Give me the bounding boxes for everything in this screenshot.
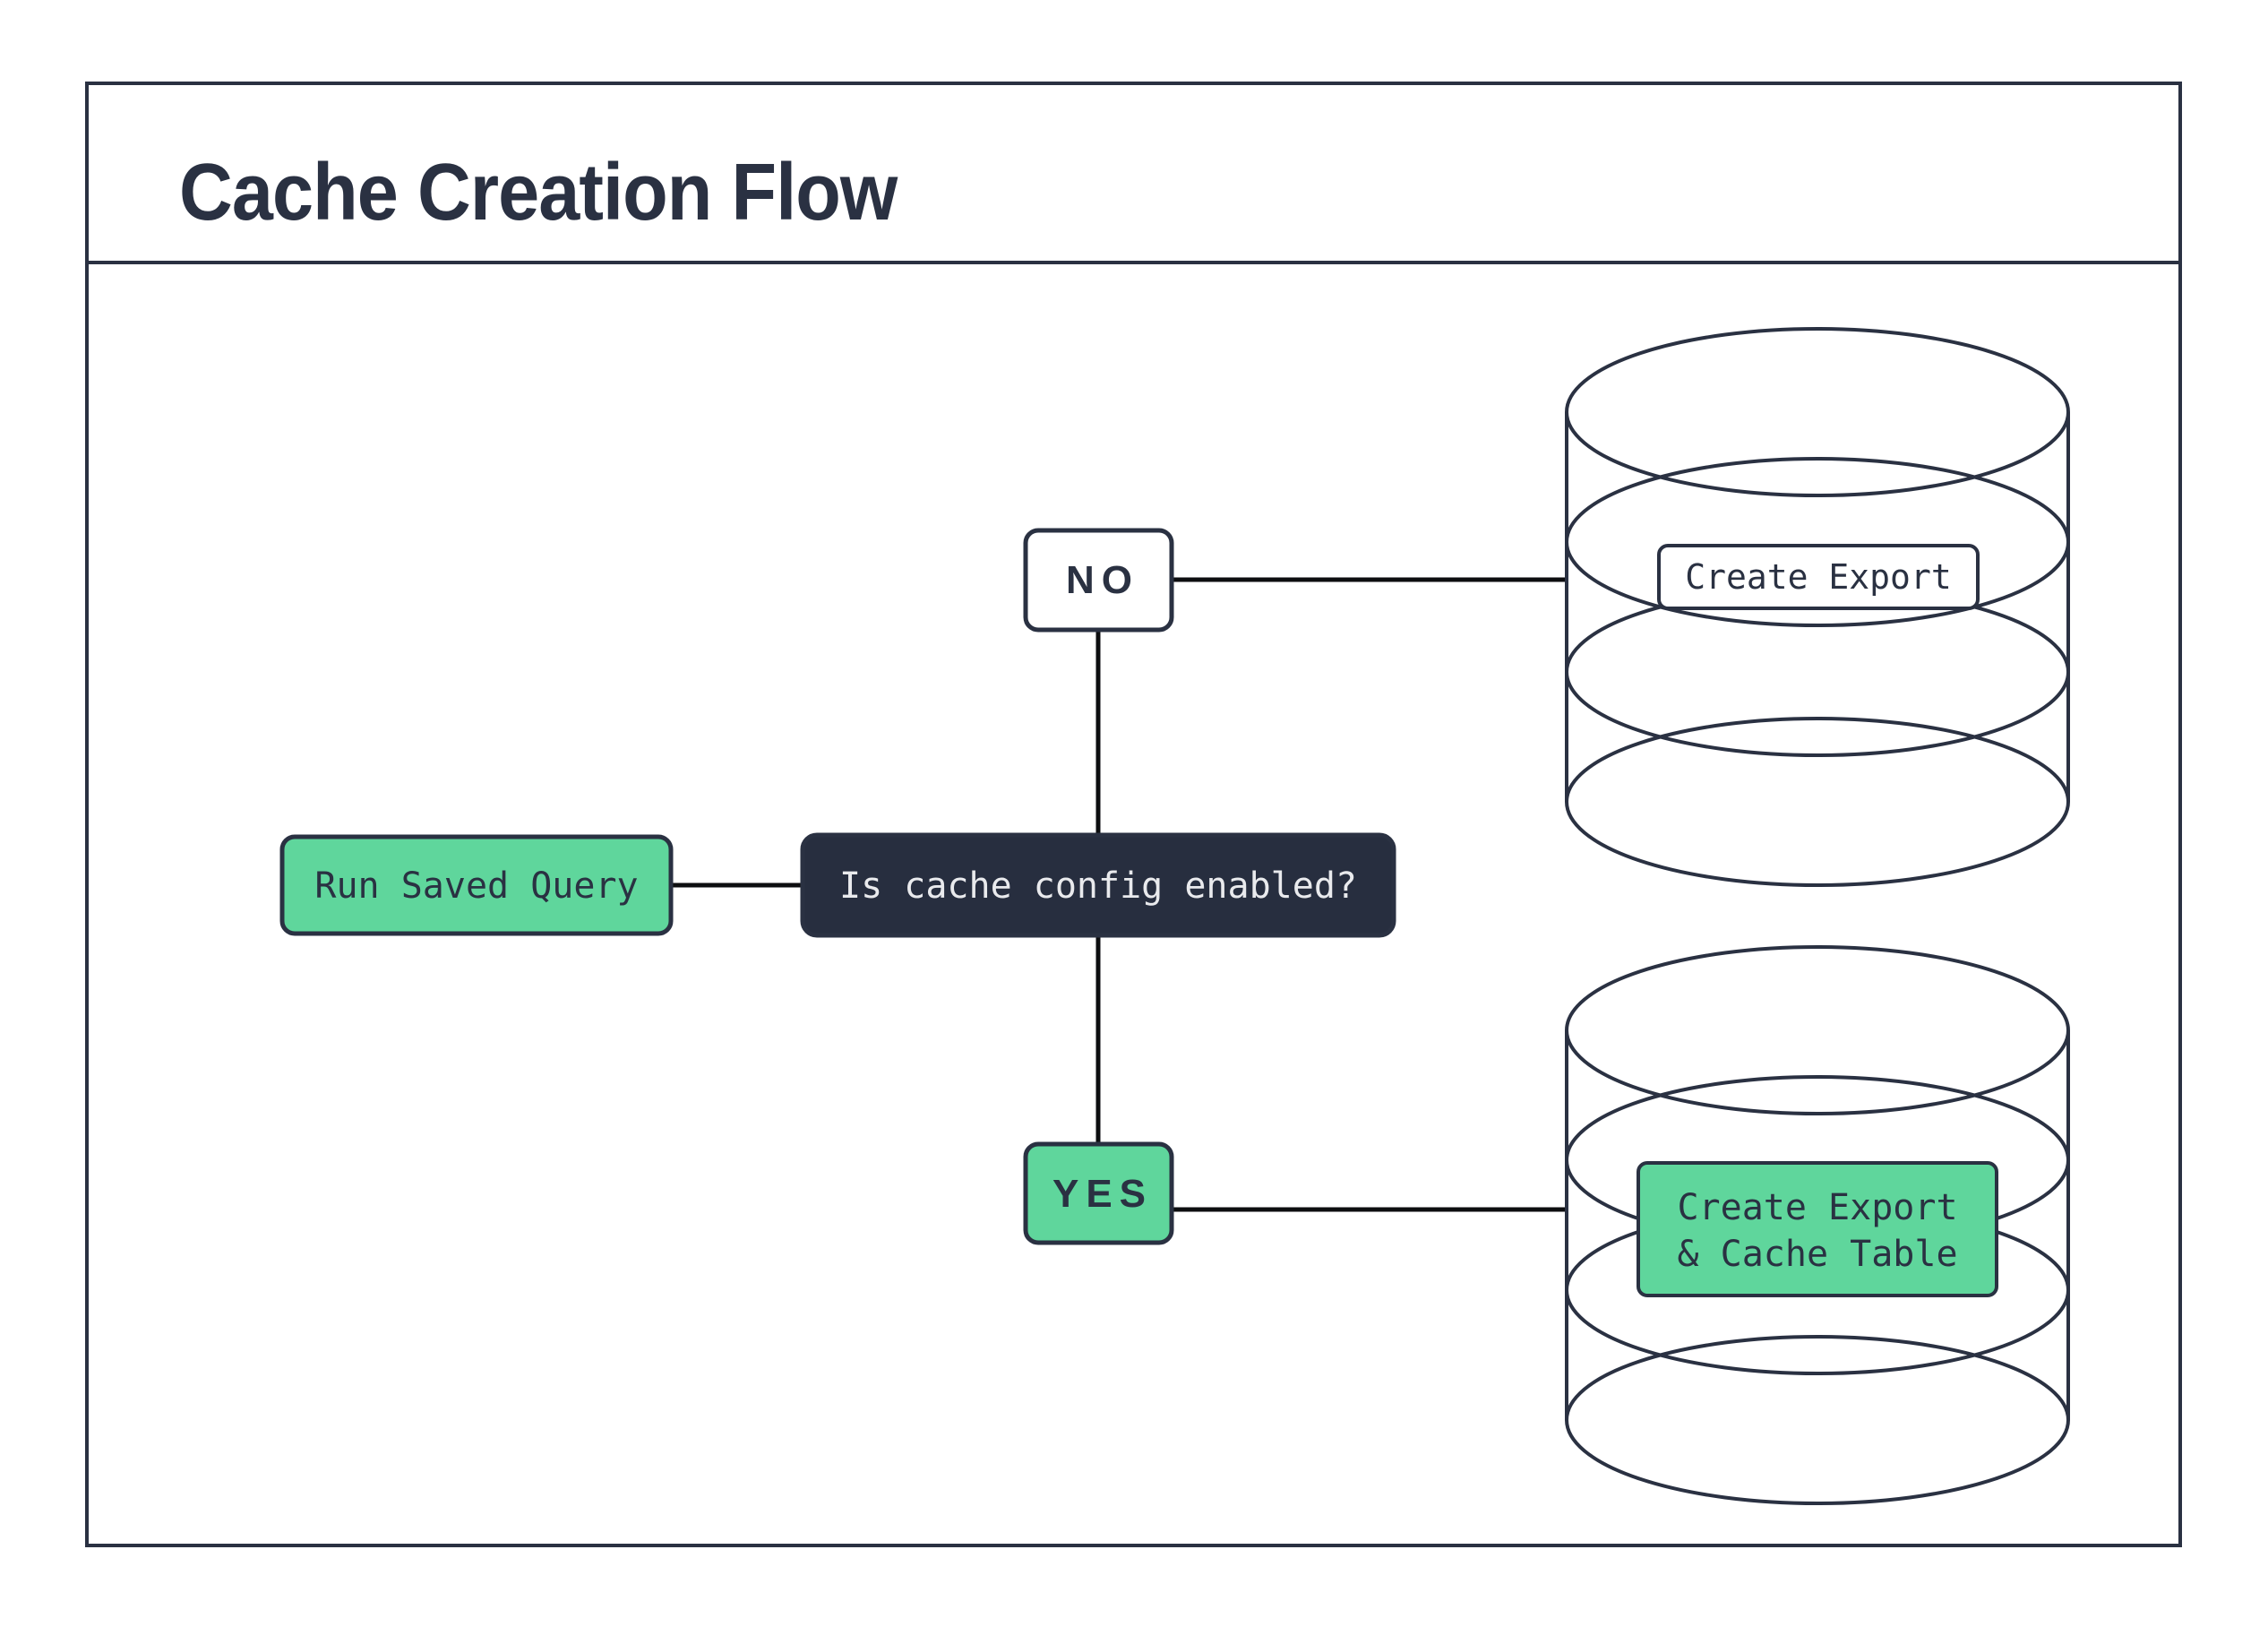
run-saved-query-label: Run Saved Query xyxy=(314,865,638,907)
cylinder-disk-2 xyxy=(1565,457,2070,627)
node-run-saved-query: Run Saved Query xyxy=(279,834,674,936)
yes-box xyxy=(1023,1141,1174,1245)
decision-label: Is cache config enabled? xyxy=(839,865,1357,907)
cylinder-disk-3 xyxy=(1565,587,2070,757)
node-no: NO xyxy=(1023,528,1174,633)
no-label: NO xyxy=(1066,558,1139,602)
cylinder-disk-1 xyxy=(1565,327,2070,497)
yes-label: YES xyxy=(1052,1172,1153,1216)
no-box xyxy=(1023,528,1174,633)
node-yes: YES xyxy=(1023,1141,1174,1245)
cylinder-disk-1 xyxy=(1565,945,2070,1115)
header: Cache Creation Flow xyxy=(179,148,899,237)
create-export-label: Create Export xyxy=(1685,557,1951,597)
page-title: Cache Creation Flow xyxy=(179,148,898,237)
decision-box xyxy=(800,832,1396,938)
cylinder-disk-4 xyxy=(1565,1335,2070,1505)
database-cylinder-export-cache: Create Export & Cache Table xyxy=(1565,945,2070,1505)
cylinder-disk-4 xyxy=(1565,717,2070,887)
diagram-frame xyxy=(85,82,2182,1547)
create-export-cache-label-box xyxy=(1637,1161,1998,1297)
database-cylinder-export: Create Export xyxy=(1565,327,2070,887)
create-export-label-box xyxy=(1657,544,1980,610)
node-decision: Is cache config enabled? xyxy=(800,832,1396,938)
create-export-cache-label-line1: Create Export xyxy=(1677,1187,1957,1228)
create-export-cache-label-line2: & Cache Table xyxy=(1677,1234,1957,1275)
run-saved-query-box xyxy=(279,834,674,936)
